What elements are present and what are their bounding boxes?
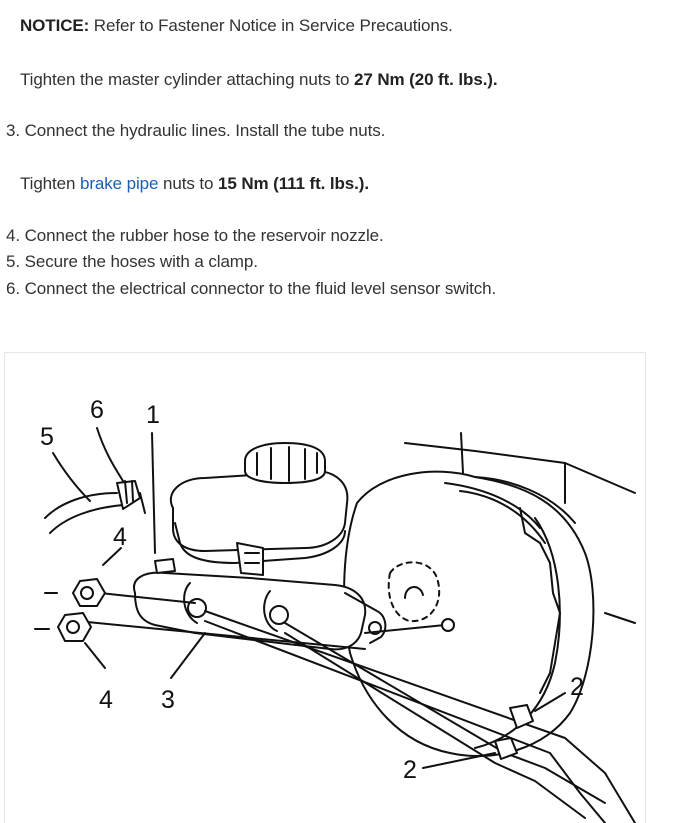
brake-pipe-spec-middle: nuts to [158, 174, 218, 193]
booster-stud [460, 432, 464, 474]
attaching-nut-upper-hole [80, 586, 94, 600]
callout-5: 5 [40, 423, 54, 451]
nut-dash-markers [34, 592, 58, 630]
notice-line: NOTICE: Refer to Fastener Notice in Serv… [20, 16, 453, 36]
callout-3: 3 [161, 686, 175, 714]
leader-6 [96, 427, 124, 482]
notice-text: Refer to Fastener Notice in Service Prec… [89, 16, 453, 35]
tube-nut-lower [494, 737, 518, 760]
brake-pipe-torque-spec: Tighten brake pipe nuts to 15 Nm (111 ft… [20, 174, 369, 194]
booster-ribs [444, 476, 576, 544]
attaching-nut-lower [57, 612, 92, 642]
master-cylinder-body [133, 571, 367, 651]
rubber-hose [44, 492, 124, 534]
torque-spec-value: 27 Nm (20 ft. lbs.). [354, 70, 498, 89]
torque-spec-prefix: Tighten the master cylinder attaching nu… [20, 70, 355, 89]
leader-2-lower [422, 752, 496, 769]
attaching-nut-lower-hole [66, 620, 80, 634]
leader-3 [170, 632, 206, 679]
mount-hole [368, 621, 382, 635]
reservoir-lower-edge [174, 522, 346, 564]
step-5: 5. Secure the hoses with a clamp. [6, 252, 258, 271]
booster-seam [519, 507, 561, 694]
brake-pipe-upper-inner [204, 620, 606, 823]
callout-2-upper: 2 [570, 673, 584, 701]
leader-4-lower [84, 642, 106, 669]
brake-pipe-spec-value: 15 Nm (111 ft. lbs.). [217, 174, 369, 193]
leader-4-upper [102, 547, 122, 566]
brake-pipe-lower-inner [284, 632, 586, 819]
connector-ribs [244, 552, 260, 564]
booster-bracket [564, 462, 636, 624]
callout-4-upper: 4 [113, 523, 127, 551]
hose-clamp [116, 480, 141, 510]
port-rear [269, 605, 289, 625]
callout-4-lower: 4 [99, 686, 113, 714]
mounting-flange [344, 592, 387, 644]
brake-pipe-lower [284, 622, 606, 804]
callout-6: 6 [90, 396, 104, 424]
notice-label: NOTICE: [20, 16, 90, 35]
cylinder-ports [183, 582, 278, 632]
mounting-studs [76, 592, 366, 650]
brake-pipe-upper [204, 610, 636, 823]
tube-nut-upper [509, 704, 534, 729]
leader-2-upper [534, 692, 566, 712]
reservoir-cap-grip [256, 446, 318, 482]
leader-1 [151, 432, 156, 554]
booster-rim [474, 517, 561, 749]
hose-clamp-ribs [124, 480, 134, 504]
booster-stud-nut [441, 618, 455, 632]
attaching-nut-upper [72, 578, 106, 607]
step-3: 3. Connect the hydraulic lines. Install … [6, 121, 386, 140]
stud-to-booster [364, 624, 446, 634]
callout-1: 1 [146, 401, 160, 429]
reservoir-nozzle [139, 492, 146, 514]
level-sensor-connector [236, 542, 264, 576]
master-cylinder-installation-diagram: 6 1 5 4 4 3 2 2 [4, 352, 646, 823]
reservoir-body [170, 470, 349, 552]
brake-pipe-link[interactable]: brake pipe [80, 174, 159, 193]
diagram-drawing: 6 1 5 4 4 3 2 2 [34, 396, 636, 823]
pushrod-seal-circle [387, 561, 441, 623]
step-6: 6. Connect the electrical connector to t… [6, 279, 497, 298]
callout-2-lower: 2 [403, 756, 417, 784]
master-cylinder-torque-spec: Tighten the master cylinder attaching nu… [20, 70, 498, 90]
leader-5 [52, 452, 91, 502]
step-4: 4. Connect the rubber hose to the reserv… [6, 226, 384, 245]
booster-mount-line [404, 442, 636, 494]
pushrod [404, 586, 424, 599]
sensor-switch [154, 558, 176, 574]
brake-pipe-spec-prefix: Tighten [20, 174, 80, 193]
